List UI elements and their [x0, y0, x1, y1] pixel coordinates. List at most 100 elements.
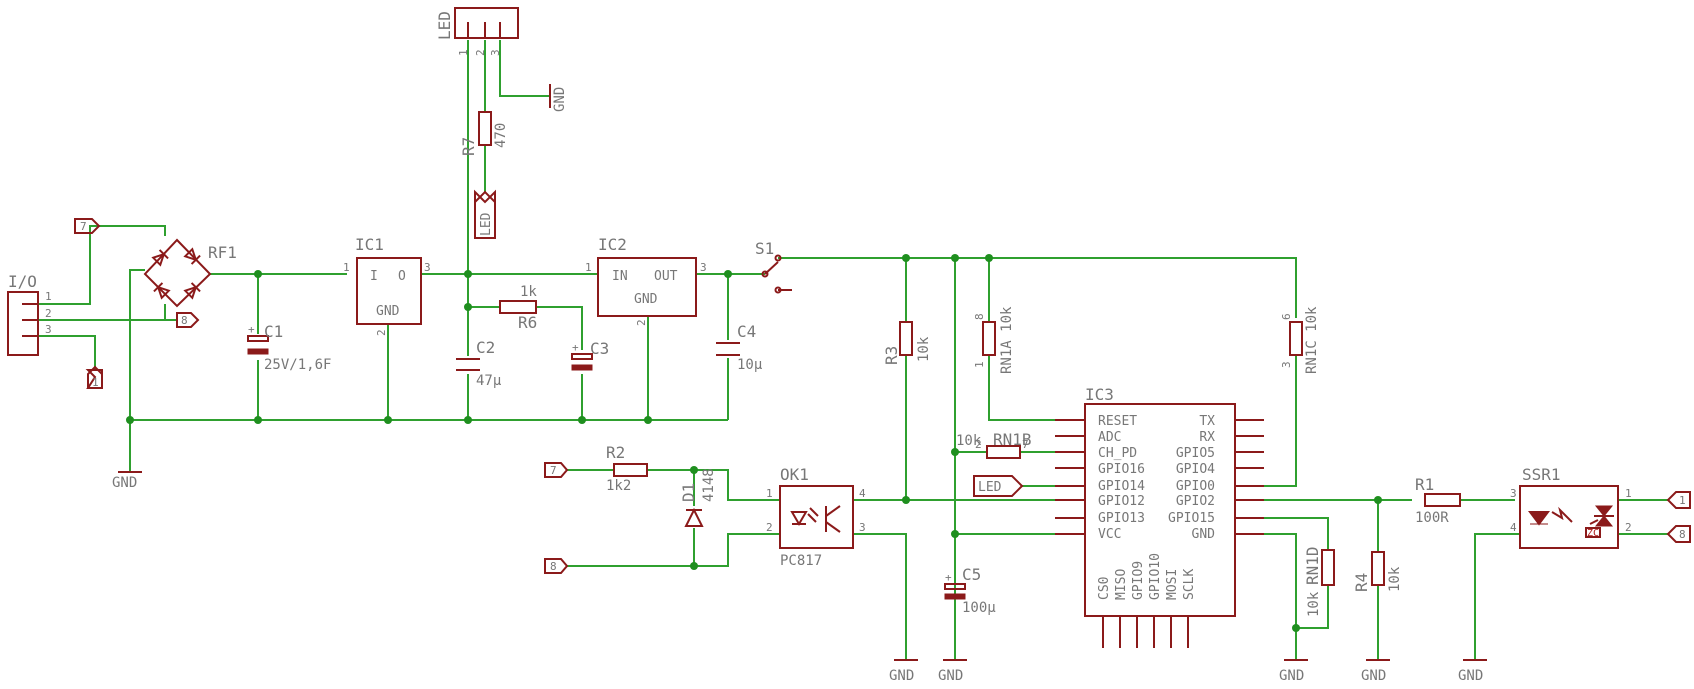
- svg-text:R4: R4: [1352, 573, 1371, 592]
- ic3-left-pins: RESET ADC CH_PD GPIO16 GPIO14 GPIO12 GPI…: [1098, 414, 1145, 542]
- ok1-optocoupler[interactable]: OK1 PC817 1 2 4 3: [766, 465, 866, 569]
- svg-text:IC3: IC3: [1085, 385, 1114, 404]
- svg-text:GND: GND: [1458, 668, 1483, 684]
- ic3-right-pins: TX RX GPIO5 GPIO4 GPIO0 GPIO2 GPIO15 GND: [1168, 414, 1215, 542]
- svg-text:ADC: ADC: [1098, 430, 1121, 445]
- r1-resistor[interactable]: R1 100R: [1415, 475, 1461, 526]
- svg-text:SCLK: SCLK: [1182, 569, 1197, 600]
- led-connector[interactable]: LED 1 2 3: [435, 7, 519, 56]
- r6-resistor[interactable]: 1k R6: [499, 284, 537, 332]
- svg-text:1k2: 1k2: [606, 478, 631, 494]
- svg-text:GPIO16: GPIO16: [1098, 462, 1145, 477]
- r7-resistor[interactable]: R7 470: [459, 111, 509, 156]
- svg-text:+: +: [248, 323, 255, 336]
- svg-text:CS0: CS0: [1097, 577, 1112, 600]
- svg-text:O: O: [398, 269, 406, 284]
- svg-text:2: 2: [975, 438, 982, 451]
- svg-text:GND: GND: [552, 87, 568, 112]
- io-label: I/O: [8, 272, 37, 291]
- svg-text:MOSI: MOSI: [1165, 569, 1180, 600]
- svg-text:GND: GND: [376, 304, 400, 319]
- svg-text:GND: GND: [1361, 668, 1386, 684]
- svg-text:6: 6: [1280, 313, 1293, 320]
- svg-text:10k: 10k: [956, 433, 982, 449]
- svg-text:10k: 10k: [1306, 591, 1322, 617]
- svg-text:C2: C2: [476, 338, 495, 357]
- svg-text:GPIO4: GPIO4: [1176, 462, 1215, 477]
- rf1-bridge-rectifier[interactable]: RF1: [143, 238, 237, 308]
- svg-text:R3: R3: [882, 346, 901, 365]
- svg-text:SSR1: SSR1: [1522, 465, 1561, 484]
- svg-text:1: 1: [585, 261, 592, 274]
- svg-text:10µ: 10µ: [737, 357, 763, 373]
- svg-text:D1: D1: [679, 483, 698, 502]
- svg-text:25V/1,6F: 25V/1,6F: [264, 357, 331, 373]
- svg-text:I: I: [370, 269, 378, 284]
- r3-resistor[interactable]: R3 10k: [882, 321, 932, 365]
- svg-text:GND: GND: [1192, 527, 1216, 542]
- c5-capacitor[interactable]: + C5 100µ: [944, 565, 996, 616]
- rn1c-resistor[interactable]: RN1C 10k 6 3: [1280, 306, 1320, 374]
- svg-text:RN1B: RN1B: [993, 430, 1032, 449]
- io-connector[interactable]: I/O 1 2 3: [7, 272, 52, 356]
- svg-text:GPIO5: GPIO5: [1176, 446, 1215, 461]
- ic3-esp-module[interactable]: IC3 RESET ADC CH_PD GPIO16 GPIO14 GPIO12…: [1084, 385, 1236, 617]
- r4-resistor[interactable]: R4 10k: [1352, 551, 1403, 592]
- gnd-ok1: GND: [889, 659, 918, 684]
- svg-text:8: 8: [973, 313, 986, 320]
- svg-text:3: 3: [1280, 361, 1293, 368]
- rn1a-resistor[interactable]: RN1A 10k 8 1: [973, 306, 1015, 374]
- port-8-ok1[interactable]: 8: [544, 558, 569, 574]
- c1-capacitor[interactable]: + C1 25V/1,6F: [247, 322, 331, 373]
- c3-capacitor[interactable]: + C3: [571, 339, 609, 371]
- svg-text:IN: IN: [612, 269, 628, 284]
- port-led-r7[interactable]: LED: [474, 189, 496, 239]
- ic2-regulator[interactable]: IC2 IN OUT GND 1 3 2: [585, 235, 707, 326]
- c4-capacitor[interactable]: C4 10µ: [716, 322, 763, 373]
- port-1-io[interactable]: 1: [85, 365, 103, 389]
- svg-text:GND: GND: [1279, 668, 1304, 684]
- svg-text:R6: R6: [518, 313, 537, 332]
- port-7-top[interactable]: 7: [74, 218, 101, 234]
- svg-text:3: 3: [424, 261, 431, 274]
- ic1-regulator[interactable]: IC1 I O GND 1 3 2: [343, 235, 431, 336]
- svg-text:7: 7: [550, 464, 557, 477]
- svg-text:470: 470: [493, 123, 509, 148]
- svg-text:GND: GND: [889, 668, 914, 684]
- d1-diode[interactable]: D1 4148: [679, 468, 717, 527]
- rn1d-resistor[interactable]: RN1D 10k: [1303, 546, 1335, 617]
- svg-text:RN1D: RN1D: [1303, 546, 1322, 585]
- svg-text:C1: C1: [264, 322, 283, 341]
- port-8-rf1[interactable]: 8: [176, 312, 200, 328]
- svg-text:GPIO2: GPIO2: [1176, 494, 1215, 509]
- svg-text:R7: R7: [459, 137, 478, 156]
- svg-text:10k: 10k: [916, 336, 932, 362]
- port-1-ssr[interactable]: 1: [1666, 491, 1691, 509]
- svg-text:3: 3: [1510, 487, 1517, 500]
- c2-capacitor[interactable]: C2 47µ: [456, 338, 502, 389]
- svg-text:GND: GND: [938, 668, 963, 684]
- svg-text:GPIO10: GPIO10: [1148, 553, 1163, 600]
- gnd-led: GND: [549, 84, 568, 112]
- svg-text:PC817: PC817: [780, 553, 822, 569]
- svg-text:GND: GND: [634, 292, 658, 307]
- port-8-ssr[interactable]: 8: [1666, 525, 1691, 543]
- ssr1-solid-state-relay[interactable]: ZC SSR1 3 4 1 2: [1510, 465, 1632, 549]
- svg-text:4148: 4148: [701, 468, 717, 502]
- svg-text:2: 2: [766, 521, 773, 534]
- r2-resistor[interactable]: R2 1k2: [606, 443, 648, 494]
- svg-text:VCC: VCC: [1098, 527, 1121, 542]
- gnd-r4: GND: [1361, 659, 1390, 684]
- svg-text:LED: LED: [978, 480, 1002, 495]
- s1-switch[interactable]: S1: [755, 239, 792, 294]
- rn1b-resistor[interactable]: 10k RN1B 2 7: [956, 430, 1032, 459]
- svg-text:1: 1: [973, 361, 986, 368]
- svg-text:1: 1: [92, 376, 99, 389]
- svg-text:LED: LED: [435, 11, 454, 40]
- svg-text:8: 8: [550, 560, 557, 573]
- port-7-r2[interactable]: 7: [544, 462, 569, 478]
- svg-text:1: 1: [343, 261, 350, 274]
- svg-text:GPIO12: GPIO12: [1098, 494, 1145, 509]
- svg-text:7: 7: [1022, 438, 1029, 451]
- port-led-ic3[interactable]: LED: [973, 475, 1024, 497]
